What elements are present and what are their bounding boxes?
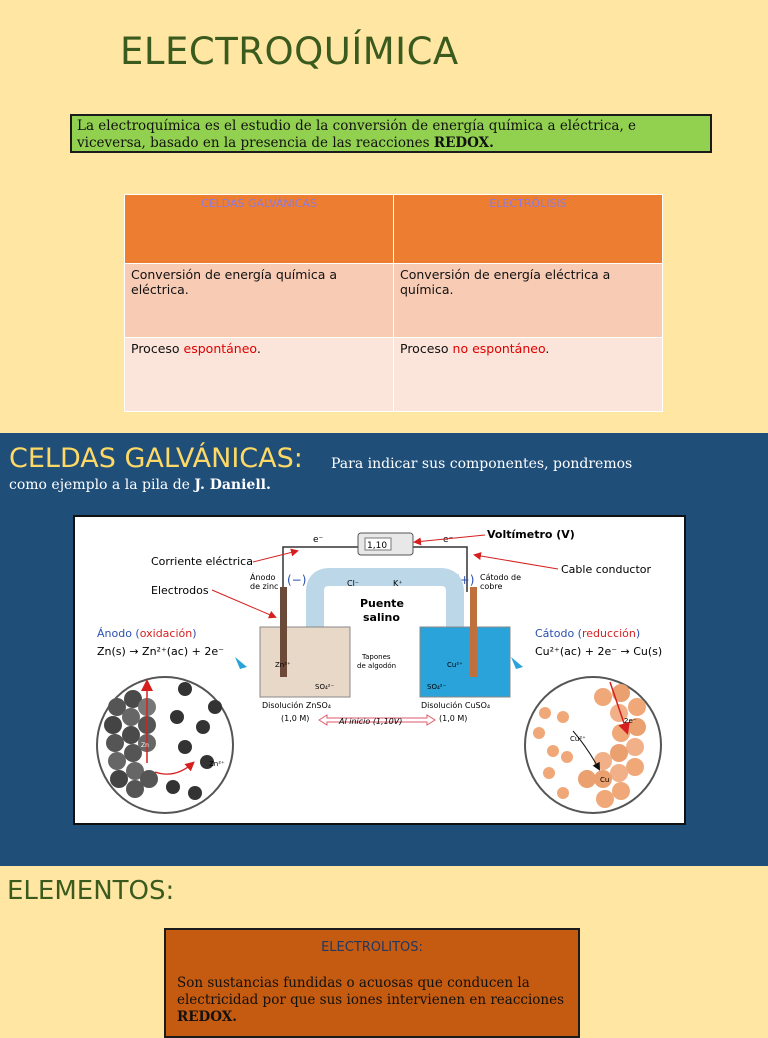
voltmeter-arrow (413, 534, 486, 546)
table-row: Proceso espontáneo. Proceso no espontáne… (124, 337, 663, 412)
table-cell: Proceso no espontáneo. (393, 337, 663, 412)
voltage-arrow (318, 714, 436, 726)
cell-prefix: Proceso (400, 341, 453, 356)
electrolytes-body: Son sustancias fundidas o acuosas que co… (177, 975, 565, 1008)
initial-voltage-label: Al inicio (1,10V) (338, 717, 402, 726)
cotton-plugs-label-2: de algodón (357, 662, 396, 670)
cell-suffix: . (545, 341, 550, 356)
zoom-arrow-right (511, 657, 523, 669)
electrolytes-title: ELECTROLITOS: (321, 940, 423, 955)
definition-text: La electroquímica es el estudio de la co… (77, 118, 637, 151)
cable-arrow (473, 552, 559, 570)
cu-ion-circle-label: Cu²⁺ (570, 735, 586, 743)
table-cell: Conversión de energía química a eléctric… (124, 263, 394, 338)
page-title: ELECTROQUÍMICA (120, 30, 459, 73)
anode-equation: Zn(s) → Zn²⁺(ac) + 2e⁻ (97, 645, 224, 658)
cell-prefix: Proceso (131, 341, 184, 356)
cotton-plugs-label: Tapones (361, 653, 391, 661)
copper-electrode (470, 587, 477, 677)
copper-magnified-view: Cu²⁺ 2e⁻ Cu (524, 676, 662, 814)
header-electrolisis: ELECTRÓLISIS (393, 194, 663, 264)
intro-text-line1: Para indicar sus componentes, pondremos (331, 456, 633, 472)
wire-right (413, 546, 468, 592)
electrodes-arrow (211, 589, 277, 619)
definition-box: La electroquímica es el estudio de la co… (70, 114, 712, 153)
cathode-title: Cátodo (reducción) (535, 627, 640, 640)
cathode-copper-label-2: cobre (480, 582, 502, 591)
zoom-arrow-left (235, 657, 247, 669)
zinc-electrode (280, 587, 287, 677)
cell-highlight: espontáneo (183, 341, 257, 356)
cu-atom-label: Cu (600, 776, 609, 784)
potassium-ion: K⁺ (393, 579, 402, 588)
electron-label: e⁻ (443, 535, 454, 545)
section-heading: ELEMENTOS: (7, 876, 175, 906)
anode-zinc-label-2: de zinc (250, 582, 278, 591)
slide-celdas-galvanicas: CELDAS GALVÁNICAS: Para indicar sus comp… (0, 433, 768, 866)
salt-bridge (306, 568, 464, 682)
intro-text-prefix: como ejemplo a la pila de (9, 477, 195, 493)
daniell-cell-svg: 1,10 e⁻ e⁻ Voltímetro (V) Corriente eléc… (96, 528, 662, 814)
cell-highlight: no espontáneo (452, 341, 546, 356)
wire-left (282, 546, 358, 592)
zn-ion-label: Zn²⁺ (275, 661, 291, 669)
zinc-magnified-view: Zn²⁺ Zn (96, 676, 234, 814)
cu-molarity: (1,0 M) (439, 714, 467, 723)
comparison-table: CELDAS GALVÁNICAS ELECTRÓLISIS Conversió… (124, 194, 663, 412)
table-row: Conversión de energía química a eléctric… (124, 263, 663, 338)
section-heading: CELDAS GALVÁNICAS: (9, 443, 303, 474)
voltmeter-display (364, 537, 392, 551)
current-arrow (252, 548, 299, 563)
zn-ion-circle-label: Zn²⁺ (209, 760, 225, 768)
copper-beaker (419, 626, 511, 698)
electron-label: e⁻ (313, 535, 324, 545)
negative-sign: (−) (287, 573, 306, 587)
zn-molarity: (1,0 M) (281, 714, 309, 723)
cu-solution-label: Disolución CuSO₄ (421, 700, 490, 710)
voltmeter-label: Voltímetro (V) (487, 528, 575, 541)
electrodes-label: Electrodos (151, 584, 209, 597)
slide-electroquimica: ELECTROQUÍMICA La electroquímica es el e… (0, 0, 768, 432)
so4-label: SO₄²⁻ (427, 683, 447, 691)
slide-elementos: ELEMENTOS: ELECTROLITOS: Son sustancias … (0, 866, 768, 1038)
voltmeter-reading: 1,10 (367, 541, 387, 551)
cu-ion-label: Cu²⁺ (447, 661, 463, 669)
anode-zinc-label: Ánodo (250, 571, 276, 582)
daniell-cell-diagram: 1,10 e⁻ e⁻ Voltímetro (V) Corriente eléc… (73, 515, 686, 825)
two-electron-label: 2e⁻ (624, 717, 637, 725)
table-cell: Proceso espontáneo. (124, 337, 394, 412)
header-celdas-galvanicas: CELDAS GALVÁNICAS (124, 194, 394, 264)
salt-bridge-label: Puente (360, 597, 404, 610)
electrolytes-box: ELECTROLITOS: Son sustancias fundidas o … (164, 928, 580, 1038)
cathode-copper-label: Cátodo de (480, 573, 521, 582)
intro-text-line2: como ejemplo a la pila de J. Daniell. (9, 477, 271, 493)
chloride-ion: Cl⁻ (347, 579, 359, 588)
zinc-beaker (259, 626, 351, 698)
electrolytes-text: Son sustancias fundidas o acuosas que co… (177, 975, 572, 1026)
anode-title: Ánodo (oxidación) (97, 627, 197, 640)
so4-label: SO₄²⁻ (315, 683, 335, 691)
table-header-row: CELDAS GALVÁNICAS ELECTRÓLISIS (124, 194, 663, 264)
definition-bold: REDOX. (433, 135, 494, 151)
cable-label: Cable conductor (561, 563, 652, 576)
table-cell: Conversión de energía eléctrica a químic… (393, 263, 663, 338)
current-label: Corriente eléctrica (151, 555, 253, 568)
intro-text-bold: J. Daniell. (194, 477, 271, 493)
zn-solution-label: Disolución ZnSO₄ (262, 700, 331, 710)
zn-atom-label: Zn (141, 742, 149, 749)
cell-suffix: . (256, 341, 261, 356)
electrolytes-bold: REDOX. (177, 1009, 237, 1025)
salt-bridge-label-2: salino (363, 611, 400, 624)
cathode-equation: Cu²⁺(ac) + 2e⁻ → Cu(s) (535, 645, 662, 658)
